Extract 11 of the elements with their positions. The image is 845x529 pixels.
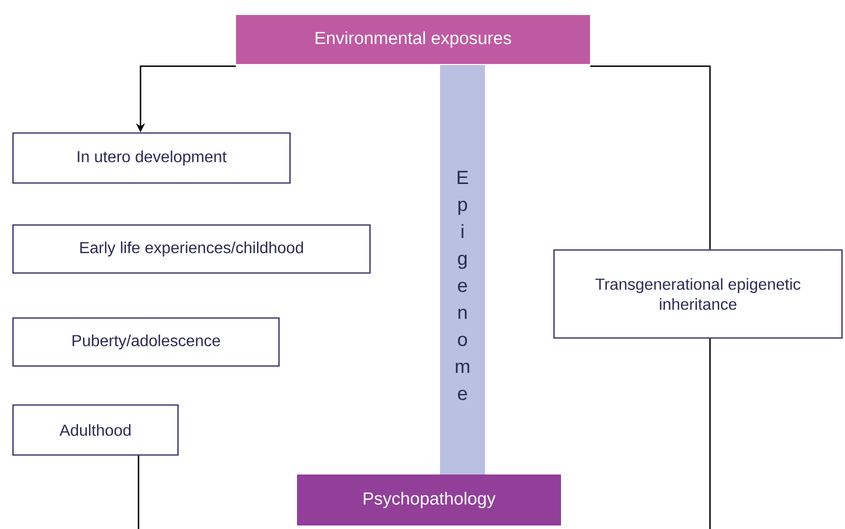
outcome-banner: Psychopathology xyxy=(297,474,561,526)
stage-box: In utero development xyxy=(12,132,291,184)
stage-box: Transgenerational epigenetic inheritance xyxy=(553,249,843,339)
stage-box: Early life experiences/childhood xyxy=(12,224,371,274)
stage-box: Puberty/adolescence xyxy=(12,317,280,367)
connector-line xyxy=(709,338,711,529)
connector-line xyxy=(138,456,140,529)
vertical-band: Epigenome xyxy=(440,65,485,478)
title-banner: Environmental exposures xyxy=(236,15,590,64)
connector-line xyxy=(590,66,711,250)
stage-box: Adulthood xyxy=(12,404,179,456)
